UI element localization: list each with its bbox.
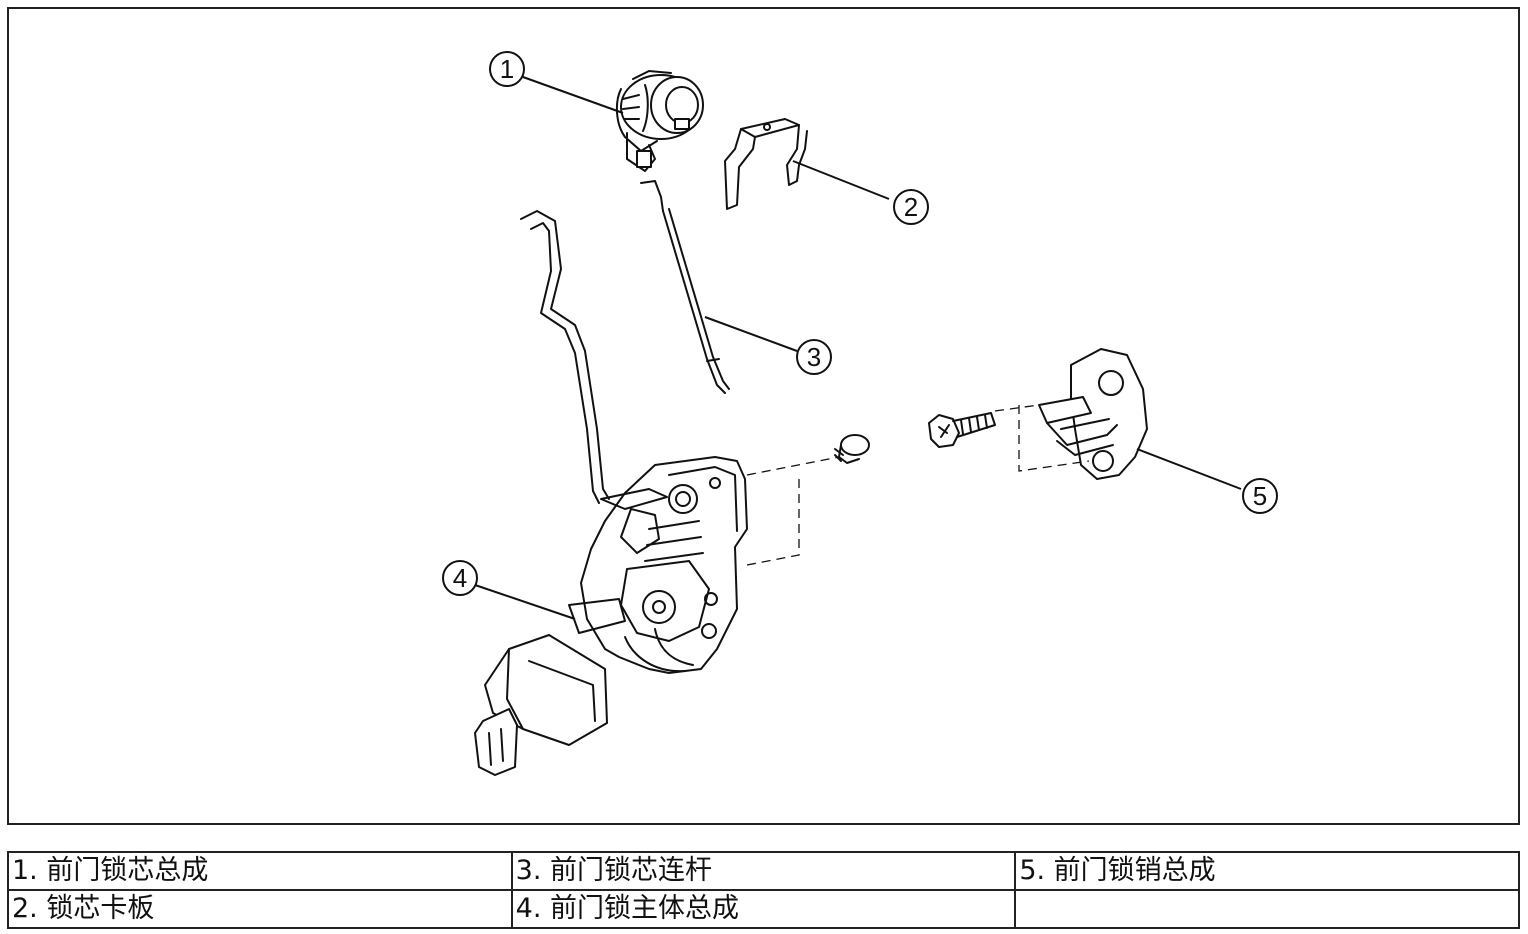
lock-cylinder-assembly [615, 70, 704, 172]
parts-legend-table: 1. 前门锁芯总成 3. 前门锁芯连杆 5. 前门锁销总成 2. 锁芯卡板 4.… [7, 851, 1520, 929]
callout-4: 4 [442, 560, 478, 596]
striker-assembly [1038, 348, 1148, 480]
door-latch-body [474, 456, 748, 776]
legend-cell: 2. 锁芯卡板 [7, 889, 513, 929]
exploded-diagram-frame: 1 2 3 4 5 [7, 7, 1520, 825]
callout-3: 3 [796, 339, 832, 375]
callout-number: 3 [807, 342, 821, 372]
exploded-diagram: 1 2 3 4 5 [442, 51, 1278, 776]
leader-lines [474, 76, 1242, 620]
striker-screw [928, 412, 996, 448]
callout-number: 1 [500, 54, 514, 84]
cylinder-retainer-clip [724, 118, 808, 210]
legend-row: 2. 锁芯卡板 4. 前门锁主体总成 [7, 889, 1520, 929]
legend-row: 1. 前门锁芯总成 3. 前门锁芯连杆 5. 前门锁销总成 [7, 851, 1520, 891]
alignment-lines [746, 404, 1090, 566]
latch-mounting-bolt [834, 434, 870, 464]
release-cable [520, 210, 610, 500]
callout-2: 2 [893, 189, 929, 225]
release-cable-inner [530, 222, 600, 504]
legend-cell: 1. 前门锁芯总成 [7, 851, 513, 891]
legend-cell: 5. 前门锁销总成 [1014, 851, 1520, 891]
callout-5: 5 [1242, 478, 1278, 514]
callout-number: 2 [904, 192, 918, 222]
cylinder-linkage-rod [640, 180, 730, 394]
legend-cell [1014, 889, 1520, 929]
callout-number: 5 [1253, 481, 1267, 511]
legend-cell: 3. 前门锁芯连杆 [510, 851, 1017, 891]
callout-number: 4 [453, 563, 467, 593]
legend-cell: 4. 前门锁主体总成 [510, 889, 1017, 929]
callout-1: 1 [489, 51, 525, 87]
